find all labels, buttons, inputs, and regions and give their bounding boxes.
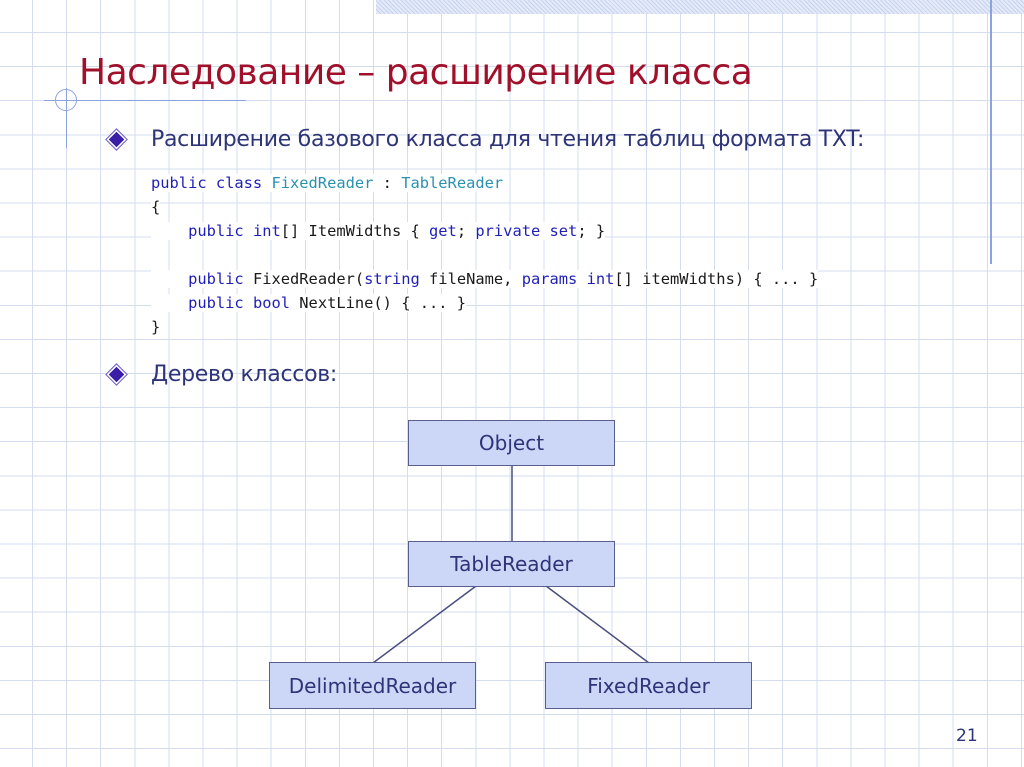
edge-tablereader-fixedreader [545,585,650,664]
bullet-class-tree: Дерево классов: [108,362,338,387]
class-node-delimitedreader: DelimitedReader [269,662,476,709]
crosshair-circle-icon [55,89,77,111]
code-line: public int[] ItemWidths { get; private s… [151,219,818,243]
bullet-text: Расширение базового класса для чтения та… [151,127,865,152]
code-line: } [151,318,161,336]
bullet-text: Дерево классов: [151,362,338,387]
code-line: public class FixedReader : TableReader [151,174,504,192]
edge-tablereader-delimitedreader [372,585,477,664]
class-node-object: Object [408,420,615,466]
bullet-extension: Расширение базового класса для чтения та… [108,127,865,152]
class-node-tablereader: TableReader [408,541,615,587]
code-line: { [151,198,161,216]
code-line: public bool NextLine() { ... } [151,291,818,315]
page-number: 21 [956,726,978,746]
decorative-top-band [376,0,1024,14]
decorative-title-underline [44,100,246,101]
code-line: public FixedReader(string fileName, para… [151,267,819,291]
class-node-fixedreader: FixedReader [545,662,752,709]
decorative-right-line [990,0,992,264]
slide-title: Наследование – расширение класса [79,52,753,93]
decorative-title-vertical-line [66,88,67,148]
code-block: public class FixedReader : TableReader{ … [151,171,819,339]
